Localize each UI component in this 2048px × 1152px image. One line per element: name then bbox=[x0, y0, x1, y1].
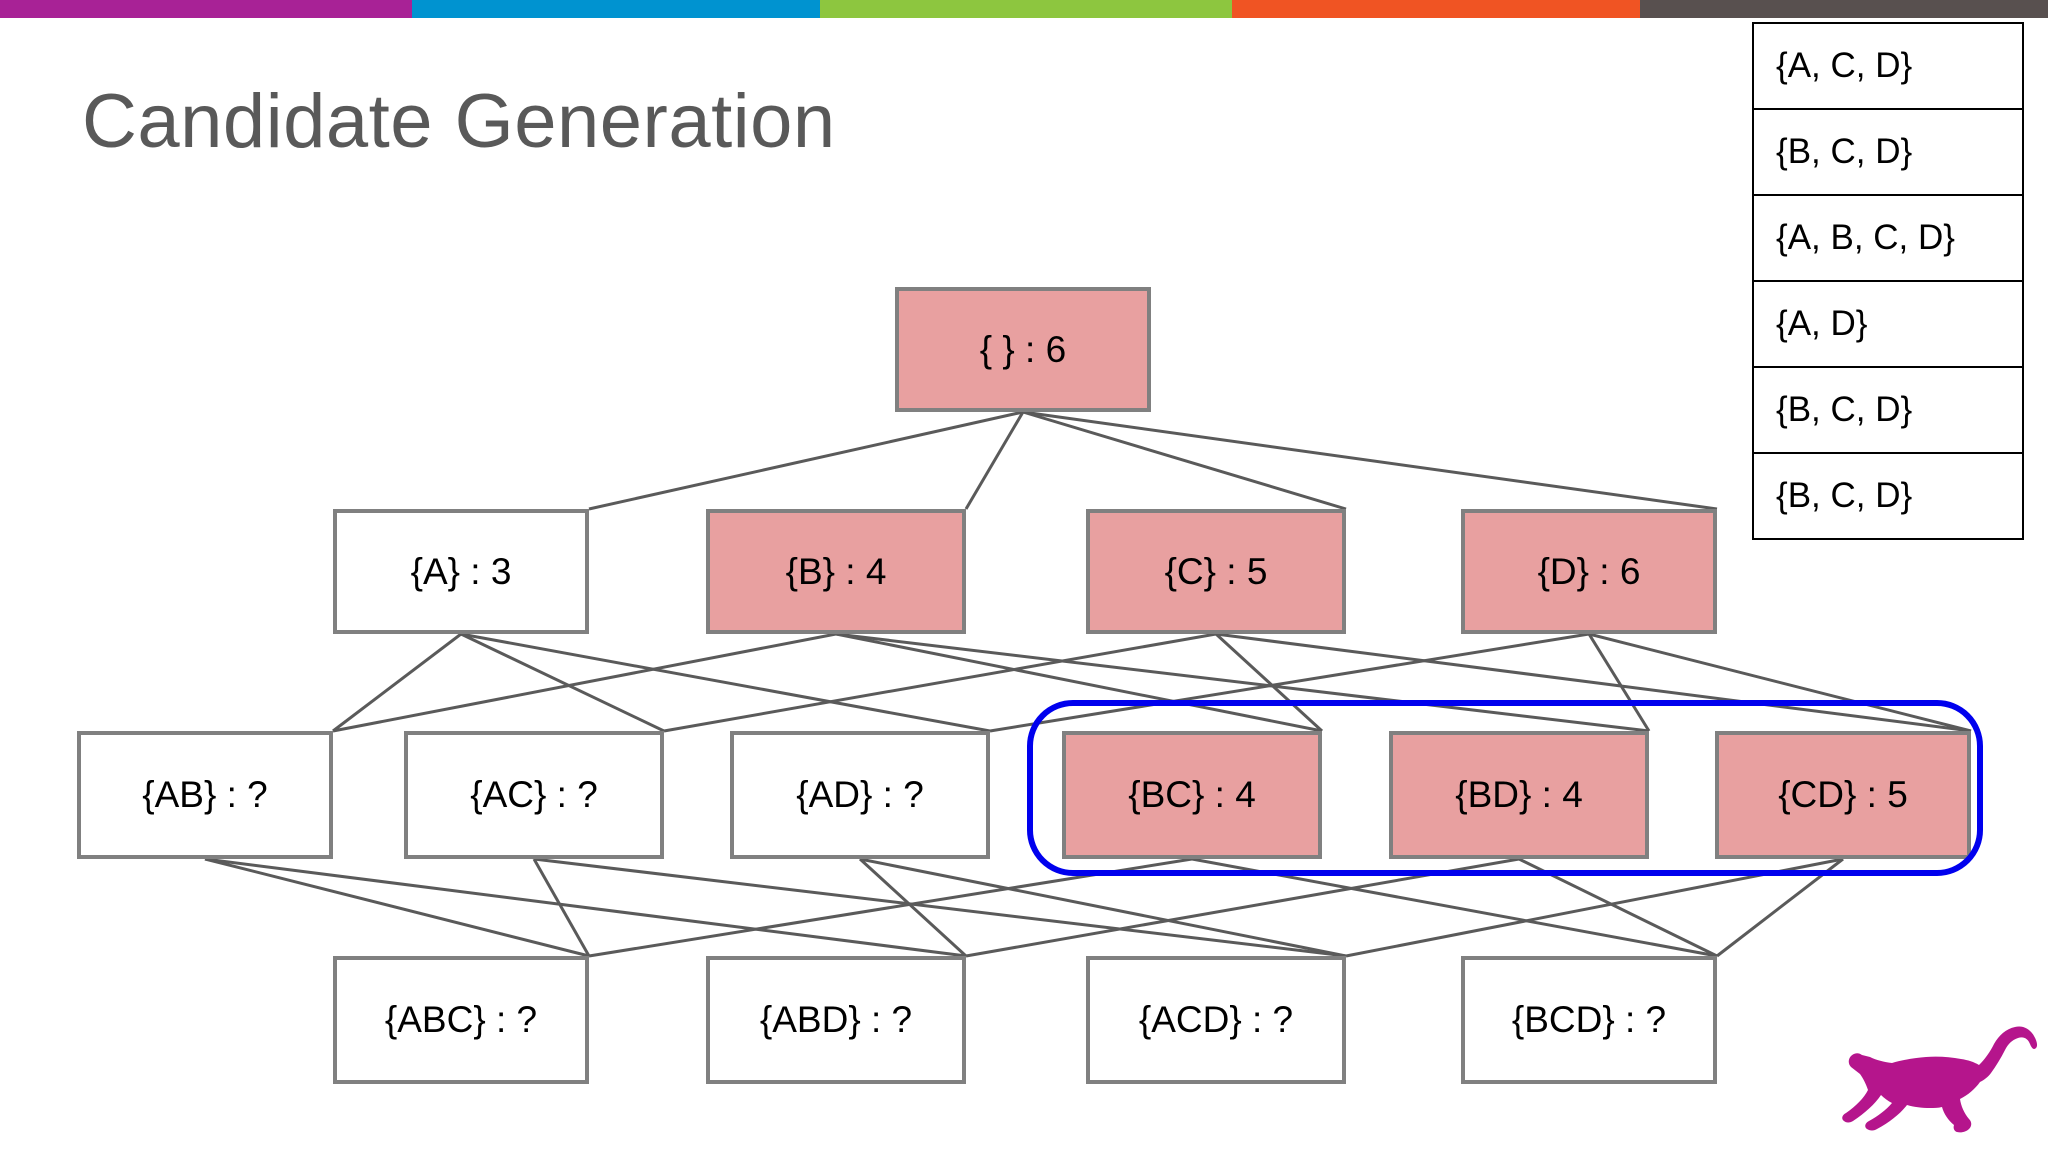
top-color-bar bbox=[0, 0, 2048, 18]
lattice-edge-B-BC bbox=[835, 632, 1323, 733]
table-row: {A, B, C, D} bbox=[1752, 194, 2024, 282]
lattice-node-C[interactable]: {C} : 5 bbox=[1086, 509, 1346, 634]
lattice-edge-BD-BCD bbox=[1518, 857, 1718, 958]
dog-logo bbox=[1842, 1026, 2038, 1133]
lattice-edge-empty-D bbox=[1022, 410, 1718, 511]
lattice-edge-AB-ABC bbox=[204, 857, 590, 958]
top-color-bar-segment-green bbox=[820, 0, 1232, 18]
lattice-edge-AC-ABC bbox=[532, 858, 591, 957]
lattice-node-AB[interactable]: {AB} : ? bbox=[77, 731, 333, 859]
lattice-edge-A-AC bbox=[460, 632, 665, 733]
top-color-bar-segment-gray bbox=[1640, 0, 2048, 18]
transaction-cell: {B, C, D} bbox=[1752, 108, 2024, 196]
lattice-node-BD[interactable]: {BD} : 4 bbox=[1389, 731, 1649, 859]
lattice-edge-BC-BCD bbox=[1191, 857, 1718, 958]
lattice-node-AD[interactable]: {AD} : ? bbox=[730, 731, 990, 859]
lattice-node-BCD[interactable]: {BCD} : ? bbox=[1461, 956, 1717, 1084]
lattice-edge-AC-ACD bbox=[533, 857, 1347, 958]
lattice-edge-D-AD bbox=[989, 632, 1590, 733]
transaction-cell: {A, D} bbox=[1752, 280, 2024, 368]
lattice-edge-D-BD bbox=[1587, 633, 1651, 732]
dog-silhouette-icon bbox=[1842, 1026, 2038, 1133]
lattice-node-A[interactable]: {A} : 3 bbox=[333, 509, 589, 634]
lattice-node-ABD[interactable]: {ABD} : ? bbox=[706, 956, 966, 1084]
lattice-node-empty[interactable]: { } : 6 bbox=[895, 287, 1151, 412]
lattice-node-BC[interactable]: {BC} : 4 bbox=[1062, 731, 1322, 859]
lattice-edge-D-CD bbox=[1588, 632, 1972, 733]
lattice-node-CD[interactable]: {CD} : 5 bbox=[1715, 731, 1971, 859]
top-color-bar-segment-magenta bbox=[0, 0, 412, 18]
lattice-edge-C-BC bbox=[1214, 632, 1324, 733]
top-color-bar-segment-blue bbox=[412, 0, 820, 18]
table-row: {A, D} bbox=[1752, 280, 2024, 368]
lattice-edge-B-AB bbox=[332, 632, 837, 733]
lattice-edge-C-CD bbox=[1215, 632, 1972, 733]
table-row: {B, C, D} bbox=[1752, 366, 2024, 454]
lattice-node-B[interactable]: {B} : 4 bbox=[706, 509, 966, 634]
table-row: {A, C, D} bbox=[1752, 22, 2024, 110]
lattice-edge-empty-C bbox=[1022, 410, 1347, 511]
lattice-edge-empty-B bbox=[964, 411, 1025, 510]
transaction-cell: {B, C, D} bbox=[1752, 366, 2024, 454]
table-row: {B, C, D} bbox=[1752, 452, 2024, 540]
lattice-edge-BC-ABC bbox=[588, 857, 1193, 958]
lattice-edge-A-AD bbox=[460, 632, 991, 733]
lattice-node-AC[interactable]: {AC} : ? bbox=[404, 731, 664, 859]
lattice-edge-CD-ACD bbox=[1345, 857, 1844, 958]
lattice-edge-C-AC bbox=[663, 632, 1217, 733]
lattice-node-ABC[interactable]: {ABC} : ? bbox=[333, 956, 589, 1084]
lattice-node-D[interactable]: {D} : 6 bbox=[1461, 509, 1717, 634]
lattice-edge-AD-ACD bbox=[859, 857, 1347, 958]
table-row: {B, C, D} bbox=[1752, 108, 2024, 196]
transaction-cell: {B, C, D} bbox=[1752, 452, 2024, 540]
lattice-edge-BD-ABD bbox=[965, 857, 1520, 958]
lattice-edge-A-AB bbox=[332, 632, 462, 733]
lattice-edge-AD-ABD bbox=[858, 857, 968, 958]
transactions-table-body: {A, C, D}{B, C, D}{A, B, C, D}{A, D}{B, … bbox=[1752, 22, 2024, 540]
page-title: Candidate Generation bbox=[82, 79, 836, 164]
transaction-cell: {A, C, D} bbox=[1752, 22, 2024, 110]
top-color-bar-segment-orange bbox=[1232, 0, 1640, 18]
lattice-node-ACD[interactable]: {ACD} : ? bbox=[1086, 956, 1346, 1084]
transaction-cell: {A, B, C, D} bbox=[1752, 194, 2024, 282]
lattice-edge-AB-ABD bbox=[204, 857, 967, 958]
lattice-edge-B-BD bbox=[835, 632, 1650, 733]
lattice-edge-empty-A bbox=[588, 410, 1024, 511]
lattice-edge-CD-BCD bbox=[1716, 857, 1844, 958]
transactions-table: {A, C, D}{B, C, D}{A, B, C, D}{A, D}{B, … bbox=[1752, 22, 2024, 540]
